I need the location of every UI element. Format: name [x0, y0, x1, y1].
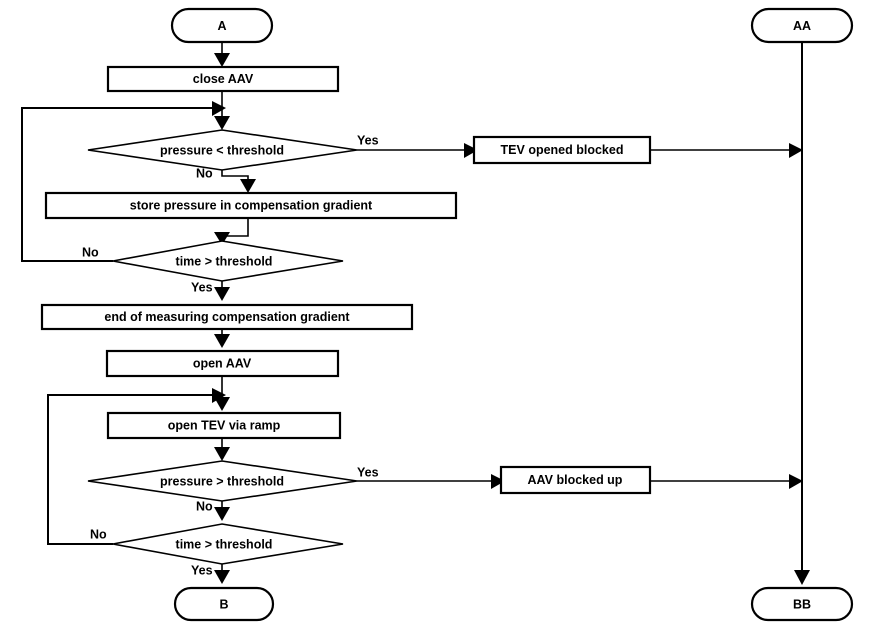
edge-label-time-gt-2-no: No — [90, 527, 107, 541]
edge-a-to-close-aav — [214, 42, 230, 67]
edge-time-gt-2-no-loopback — [47, 388, 226, 545]
edge-pressure-gt-no — [214, 501, 230, 521]
edge-store-pressure-to-time-gt-1 — [214, 218, 249, 245]
node-pressure-gt-threshold-label: pressure > threshold — [160, 474, 284, 488]
node-open-aav-label: open AAV — [193, 356, 252, 370]
node-pressure-lt-threshold-label: pressure < threshold — [160, 143, 284, 157]
edge-label-time-gt-2-yes: Yes — [191, 563, 213, 577]
node-open-aav[interactable]: open AAV — [105, 349, 340, 378]
node-end-b-label: B — [219, 597, 228, 611]
node-start-aa[interactable]: AA — [750, 7, 854, 44]
edge-aav-blocked-up-to-spine — [650, 474, 803, 489]
node-time-gt-threshold-1-label: time > threshold — [176, 254, 273, 268]
node-store-pressure-label: store pressure in compensation gradient — [130, 198, 373, 212]
edge-time-gt-2-yes — [214, 564, 230, 584]
edge-label-time-gt-1-no: No — [82, 245, 99, 259]
edge-label-pressure-gt-yes: Yes — [357, 465, 379, 479]
edge-label-pressure-lt-yes: Yes — [357, 133, 379, 147]
node-time-gt-threshold-2-label: time > threshold — [176, 537, 273, 551]
edge-pressure-gt-yes — [357, 474, 505, 489]
node-open-tev-via-ramp-label: open TEV via ramp — [168, 418, 281, 432]
edge-end-measuring-to-open-aav — [214, 328, 230, 348]
edge-pressure-lt-yes — [357, 143, 478, 158]
node-end-measuring-label: end of measuring compensation gradient — [104, 310, 350, 324]
node-start-a[interactable]: A — [170, 7, 274, 44]
node-tev-opened-blocked[interactable]: TEV opened blocked — [472, 135, 652, 165]
edge-label-time-gt-1-yes: Yes — [191, 280, 213, 294]
edge-tev-opened-blocked-to-spine — [650, 143, 803, 158]
edge-label-pressure-gt-no: No — [196, 499, 213, 513]
edge-label-pressure-lt-no: No — [196, 166, 213, 180]
node-time-gt-threshold-1[interactable]: time > threshold — [112, 240, 344, 282]
node-tev-opened-blocked-label: TEV opened blocked — [501, 143, 624, 157]
edge-open-aav-to-open-tev — [214, 375, 230, 411]
node-start-a-label: A — [217, 19, 226, 33]
node-store-pressure[interactable]: store pressure in compensation gradient — [44, 191, 458, 220]
node-close-aav-label: close AAV — [193, 72, 254, 86]
node-start-aa-label: AA — [793, 19, 811, 33]
node-aav-blocked-up[interactable]: AAV blocked up — [499, 465, 652, 495]
node-pressure-lt-threshold[interactable]: pressure < threshold — [87, 129, 358, 171]
edge-time-gt-1-no-loopback — [21, 101, 226, 262]
node-end-bb[interactable]: BB — [750, 586, 854, 622]
node-aav-blocked-up-label: AAV blocked up — [528, 473, 623, 487]
node-close-aav[interactable]: close AAV — [106, 65, 340, 93]
edge-pressure-lt-no — [221, 170, 256, 193]
node-time-gt-threshold-2[interactable]: time > threshold — [112, 523, 344, 565]
edge-aa-to-bb-spine — [794, 42, 810, 585]
node-end-bb-label: BB — [793, 597, 811, 611]
node-end-measuring[interactable]: end of measuring compensation gradient — [40, 303, 414, 331]
node-open-tev-via-ramp[interactable]: open TEV via ramp — [106, 411, 342, 440]
edge-open-tev-to-pressure-gt — [214, 438, 230, 461]
node-end-b[interactable]: B — [173, 586, 275, 622]
edge-time-gt-1-yes — [214, 281, 230, 301]
node-pressure-gt-threshold[interactable]: pressure > threshold — [87, 460, 358, 502]
